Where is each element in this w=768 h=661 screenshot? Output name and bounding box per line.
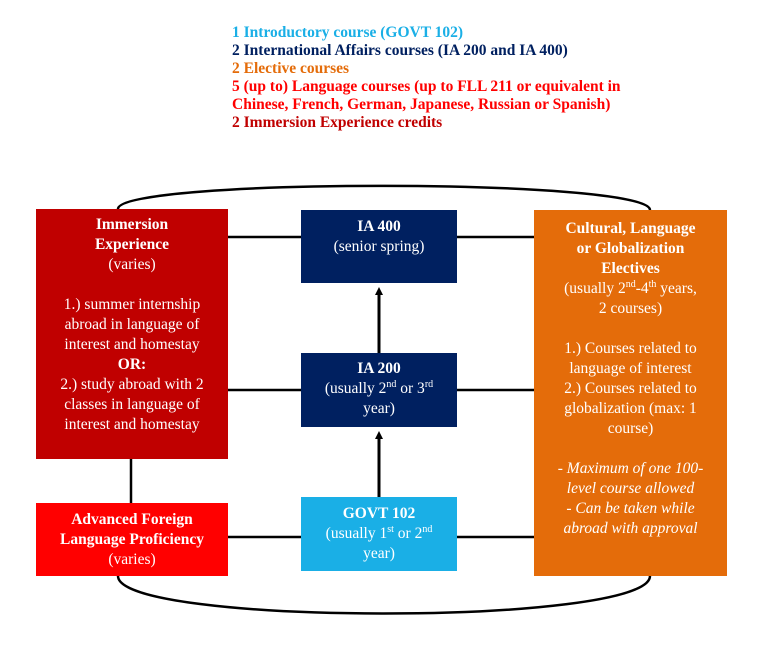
electives-box: Cultural, Language or Globalization Elec… bbox=[534, 210, 727, 576]
ia200-title: IA 200 bbox=[357, 360, 401, 377]
advanced-language-box: Advanced Foreign Language Proficiency (v… bbox=[36, 503, 228, 576]
ia200-sup-nd: nd bbox=[386, 378, 397, 390]
govt102-sub-mid: or 2 bbox=[393, 525, 423, 542]
govt102-sub-pre: (usually 1 bbox=[325, 525, 388, 542]
advanced-title-line1: Advanced Foreign bbox=[71, 511, 193, 528]
requirements-legend: 1 Introductory course (GOVT 102) 2 Inter… bbox=[232, 24, 621, 132]
electives-subtitle-line2: 2 courses) bbox=[598, 300, 663, 317]
electives-sub-pre: (usually 2 bbox=[564, 280, 626, 297]
govt102-subtitle-line2: year) bbox=[363, 545, 395, 562]
immersion-option2-line3: interest and homestay bbox=[64, 416, 200, 433]
immersion-option2-line2: classes in language of bbox=[64, 396, 200, 413]
immersion-option1-line2: abroad in language of bbox=[64, 316, 200, 333]
ia200-subtitle-line2: year) bbox=[363, 400, 395, 417]
electives-sup-th: th bbox=[648, 278, 657, 290]
electives-note-line4: abroad with approval bbox=[563, 520, 698, 537]
immersion-title-line1: Immersion bbox=[95, 216, 169, 233]
immersion-title-line2: Experience bbox=[94, 236, 170, 253]
ia200-sub-mid: or 3 bbox=[396, 380, 425, 397]
advanced-subtitle: (varies) bbox=[108, 551, 156, 568]
ia400-box: IA 400 (senior spring) bbox=[301, 210, 457, 283]
immersion-subtitle: (varies) bbox=[108, 256, 156, 273]
electives-note-line3: - Can be taken while bbox=[566, 500, 695, 517]
govt102-sup-st: st bbox=[387, 523, 394, 535]
govt102-sup-nd: nd bbox=[422, 523, 433, 535]
electives-subtitle-line1: (usually 2nd-4th years, bbox=[534, 279, 727, 299]
ia200-sup-rd: rd bbox=[424, 378, 434, 390]
legend-line-intro: 1 Introductory course (GOVT 102) bbox=[232, 24, 464, 41]
electives-item-line1: 1.) Courses related to bbox=[564, 340, 697, 357]
ia400-title: IA 400 bbox=[357, 218, 401, 235]
ia400-subtitle: (senior spring) bbox=[333, 238, 425, 255]
immersion-option2-line1: 2.) study abroad with 2 bbox=[60, 376, 204, 393]
electives-sub-mid: -4 bbox=[635, 280, 649, 297]
bottom-loop-connector bbox=[116, 575, 652, 615]
electives-sub-post: years, bbox=[656, 280, 697, 297]
electives-item-line5: course) bbox=[607, 420, 654, 437]
ia200-sub-pre: (usually 2 bbox=[324, 380, 387, 397]
electives-sup-nd: nd bbox=[625, 278, 636, 290]
immersion-option1-line3: interest and homestay bbox=[64, 336, 200, 353]
immersion-or-label: OR: bbox=[117, 356, 147, 373]
electives-title-line2: or Globalization bbox=[576, 240, 685, 257]
electives-item-line4: globalization (max: 1 bbox=[564, 400, 697, 417]
electives-note-line2: level course allowed bbox=[566, 480, 695, 497]
electives-item-line2: language of interest bbox=[569, 360, 692, 377]
immersion-experience-box: Immersion Experience (varies) 1.) summer… bbox=[36, 209, 228, 459]
ia200-box: IA 200 (usually 2nd or 3rd year) bbox=[301, 353, 457, 427]
advanced-title-line2: Language Proficiency bbox=[60, 531, 204, 548]
ia200-subtitle-line1: (usually 2nd or 3rd bbox=[301, 379, 457, 399]
govt102-subtitle-line1: (usually 1st or 2nd bbox=[301, 524, 457, 544]
top-loop-connector bbox=[116, 184, 652, 211]
govt102-title: GOVT 102 bbox=[342, 505, 416, 522]
legend-line-electives: 2 Elective courses bbox=[232, 60, 350, 77]
immersion-option1-line1: 1.) summer internship bbox=[63, 296, 201, 313]
legend-line-language-cont: Chinese, French, German, Japanese, Russi… bbox=[232, 96, 611, 113]
legend-line-language: 5 (up to) Language courses (up to FLL 21… bbox=[232, 78, 621, 95]
electives-note-line1: - Maximum of one 100- bbox=[557, 460, 704, 477]
electives-title-line1: Cultural, Language bbox=[565, 220, 696, 237]
electives-item-line3: 2.) Courses related to bbox=[564, 380, 697, 397]
legend-line-immersion: 2 Immersion Experience credits bbox=[232, 114, 443, 131]
govt102-box: GOVT 102 (usually 1st or 2nd year) bbox=[301, 497, 457, 571]
legend-line-ia: 2 International Affairs courses (IA 200 … bbox=[232, 42, 568, 59]
electives-title-line3: Electives bbox=[601, 260, 660, 277]
